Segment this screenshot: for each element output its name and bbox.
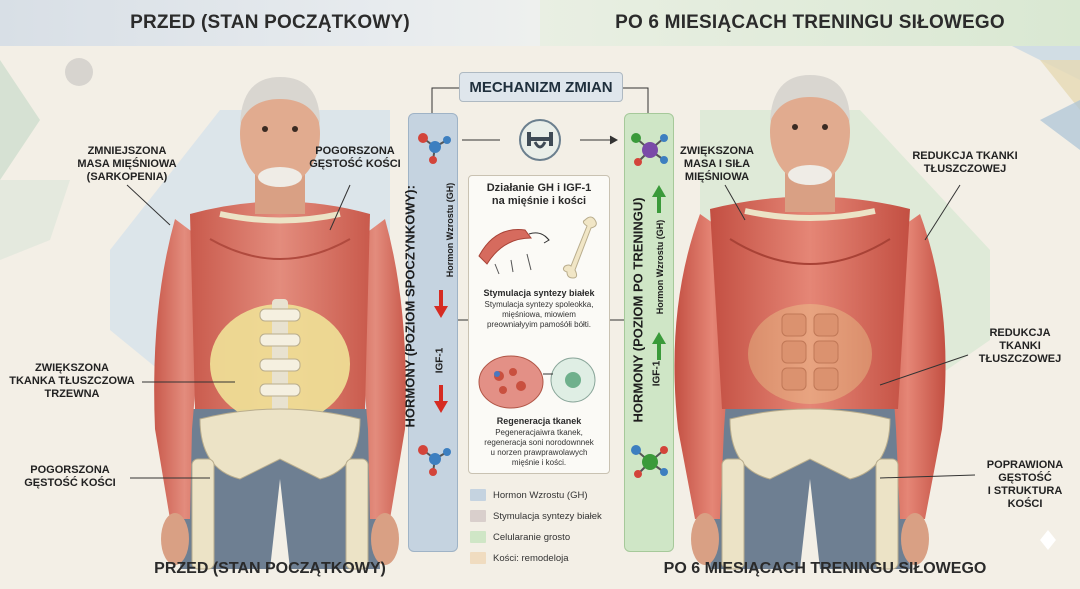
card-title: Działanie GH i IGF-1 na mięśnie i kości bbox=[486, 182, 592, 207]
figure-after bbox=[674, 75, 946, 570]
legend-label: Stymulacja syntezy białek bbox=[493, 510, 602, 522]
molecule-icon bbox=[631, 133, 668, 166]
label-reduced-muscle-mass: ZMNIEJSZONA MASA MIĘŚNIOWA (SARKOPENIA) bbox=[77, 145, 177, 183]
label-bone-density-top-left: POGORSZONA GĘSTOŚĆ KOŚCI bbox=[309, 145, 401, 170]
section1-text: Stymulacja syntezy spoleokka, mięśniowa,… bbox=[484, 300, 594, 329]
legend-label: Hormon Wzrostu (GH) bbox=[493, 489, 588, 501]
mechanism-title: MECHANIZM ZMIAN bbox=[459, 72, 623, 102]
section1-title: Stymulacja syntezy białek bbox=[483, 288, 595, 298]
figure-before bbox=[154, 77, 406, 570]
hormone-column-resting-title: HORMONY (POZIOM SPOCZYNKOWY): bbox=[402, 185, 418, 428]
right-footer-title: PO 6 MIESIĄCACH TRENINGU SIŁOWEGO bbox=[663, 560, 987, 577]
molecule-icon bbox=[418, 133, 451, 164]
legend-swatch bbox=[470, 489, 486, 501]
molecule-icon bbox=[631, 445, 668, 478]
legend-item: Hormon Wzrostu (GH) bbox=[470, 487, 587, 503]
right-gh-label: Hormon Wzrostu (GH) bbox=[655, 219, 665, 315]
legend-swatch bbox=[470, 552, 486, 564]
arrow-down-icon bbox=[434, 385, 448, 413]
hormone-column-post-training-title: HORMONY (POZIOM PO TRENINGU) bbox=[630, 197, 646, 423]
bone-icon bbox=[562, 216, 597, 279]
arrow-down-icon bbox=[434, 290, 448, 318]
label-bone-density-bottom-left: POGORSZONA GĘSTOŚĆ KOŚCI bbox=[24, 464, 116, 489]
gh-igf-action-card: Działanie GH i IGF-1 na mięśnie i kości … bbox=[468, 175, 610, 474]
dumbbell-arm-icon bbox=[519, 119, 561, 161]
right-header-title: PO 6 MIESIĄCACH TRENINGU SIŁOWEGO bbox=[540, 0, 1080, 46]
left-gh-label: Hormon Wzrostu (GH) bbox=[445, 182, 455, 278]
legend-item: Celularanie grosto bbox=[470, 529, 570, 545]
left-header-title: PRZED (STAN POCZĄTKOWY) bbox=[0, 0, 540, 46]
hormone-column-resting bbox=[408, 113, 458, 552]
label-fat-reduction-top: REDUKCJA TKANKI TŁUSZCZOWEJ bbox=[912, 150, 1018, 175]
legend-item: Kości: remodeloja bbox=[470, 550, 569, 566]
cell-icon bbox=[478, 355, 596, 409]
legend-label: Kości: remodeloja bbox=[493, 552, 569, 564]
legend-swatch bbox=[470, 531, 486, 543]
label-increased-muscle-mass: ZWIĘKSZONA MASA I SIŁA MIĘŚNIOWA bbox=[680, 145, 754, 183]
muscle-fiber-icon bbox=[478, 229, 550, 275]
legend-label: Celularanie grosto bbox=[493, 531, 571, 543]
section2-text: Pegeneracjaiwra tkanek, regeneracja soni… bbox=[484, 428, 594, 467]
molecule-icon bbox=[418, 445, 451, 476]
legend-swatch bbox=[470, 510, 486, 522]
arrow-up-icon bbox=[652, 185, 666, 213]
section2-title: Regeneracja tkanek bbox=[496, 416, 582, 426]
label-increased-visceral-fat: ZWIĘKSZONA TKANKA TŁUSZCZOWA TRZEWNA bbox=[9, 362, 135, 400]
hormone-column-post-training bbox=[624, 113, 674, 552]
arrow-up-icon bbox=[652, 332, 666, 360]
legend-item: Stymulacja syntezy białek bbox=[470, 508, 602, 524]
left-footer-title: PRZED (STAN POCZĄTKOWY) bbox=[154, 560, 386, 577]
left-igf-label: IGF-1 bbox=[434, 347, 446, 374]
label-fat-reduction-side: REDUKCJA TKANKI TŁUSZCZOWEJ bbox=[978, 327, 1062, 365]
label-improved-bone-density: POPRAWIONA GĘSTOŚĆ I STRUKTURA KOŚCI bbox=[986, 459, 1064, 510]
